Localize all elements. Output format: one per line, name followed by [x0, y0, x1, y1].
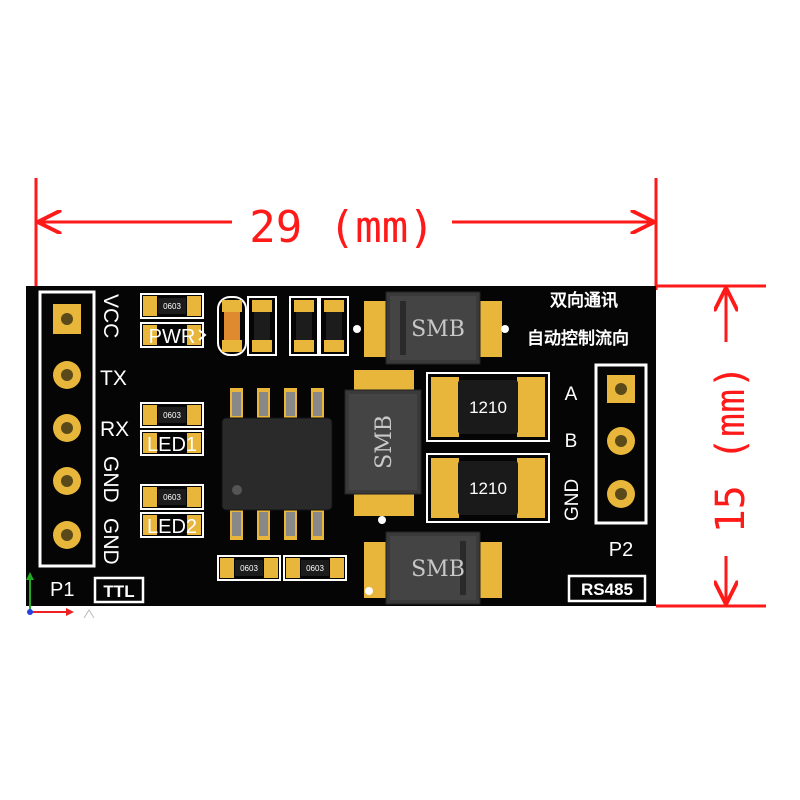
p1-pin-label-vcc: VCC — [99, 294, 122, 338]
p2-pin-label-a: A — [565, 384, 578, 405]
diode-smb-middle: SMB — [344, 370, 422, 516]
led-1: LED1 — [140, 430, 204, 456]
chinese-line-2: 自动控制流向 — [527, 328, 629, 349]
ic-soic8 — [221, 388, 333, 540]
header-p1 — [38, 290, 96, 568]
width-dimension-label: 29 (mm) — [249, 202, 434, 253]
resistor-bottom-2: 0603 — [283, 555, 347, 581]
resistor-bottom-1: 0603 — [217, 555, 281, 581]
led-2: LED2 — [140, 512, 204, 538]
capacitor-1210-top: 1210 — [426, 372, 550, 442]
led-1-label: LED1 — [147, 434, 197, 456]
p1-pin-label-gnd1: GND — [99, 456, 122, 503]
resistor-r3: 0603 — [140, 484, 204, 510]
ttl-label: TTL — [103, 582, 134, 601]
header-p2 — [594, 363, 648, 525]
p1-pin-label-gnd2: GND — [99, 518, 122, 565]
height-dimension: 15 (mm) — [656, 284, 766, 608]
p1-pin-label-rx: RX — [100, 418, 129, 441]
led-pwr-label: PWR — [149, 326, 196, 348]
rs485-label: RS485 — [581, 580, 633, 599]
resistor-top-orange — [217, 296, 247, 356]
smb-middle-label: SMB — [372, 415, 397, 469]
rb2-value: 0603 — [306, 564, 324, 573]
diode-smb-top: SMB — [364, 291, 502, 365]
led-pwr: PWR — [140, 322, 207, 348]
smb-bottom-label: SMB — [411, 557, 465, 582]
cap-top-label: 1210 — [469, 398, 507, 417]
smb-top-label: SMB — [411, 317, 465, 342]
height-dimension-label: 15 (mm) — [708, 365, 754, 534]
p1-pin-label-tx: TX — [100, 367, 127, 390]
resistor-r2: 0603 — [140, 402, 204, 428]
width-dimension: 29 (mm) — [34, 178, 658, 290]
diode-smb-bottom: SMB — [364, 531, 502, 605]
resistor-top-2 — [247, 296, 277, 356]
r3-value: 0603 — [163, 493, 181, 502]
r1-value: 0603 — [163, 302, 181, 311]
p2-pin-label-b: B — [565, 431, 578, 452]
chinese-line-1: 双向通讯 — [550, 290, 618, 311]
led-2-label: LED2 — [147, 516, 197, 538]
p2-designator: P2 — [609, 539, 633, 561]
resistor-top-3 — [289, 296, 319, 356]
axis-triad-icon — [26, 572, 95, 619]
r2-value: 0603 — [163, 411, 181, 420]
p1-designator: P1 — [50, 579, 74, 601]
capacitor-1210-bottom: 1210 — [426, 453, 550, 523]
resistor-r1: 0603 — [140, 293, 204, 319]
resistor-top-4 — [319, 296, 349, 356]
cap-bottom-label: 1210 — [469, 479, 507, 498]
p2-pin-label-gnd: GND — [562, 479, 583, 521]
rb1-value: 0603 — [240, 564, 258, 573]
